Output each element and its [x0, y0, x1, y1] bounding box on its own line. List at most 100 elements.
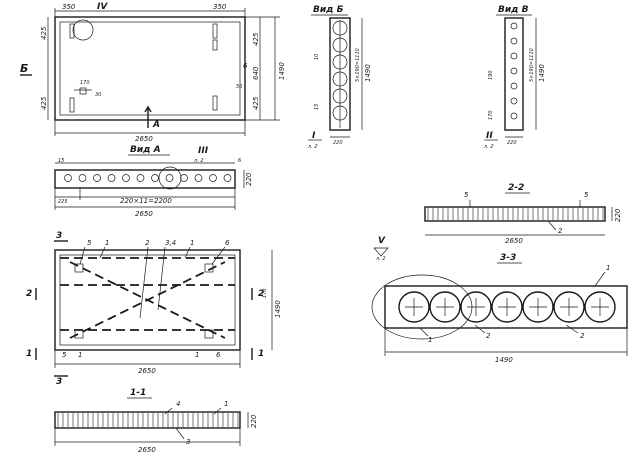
section-3-3: 3-3 V л. 2 1 1 2 2 1490 — [371, 236, 628, 364]
section-3-3-detail-ellipse — [371, 274, 473, 340]
reinf-marker-1-left: 1 — [26, 349, 32, 359]
reinf-label-bot-1b: 1 — [195, 351, 199, 359]
view-b-sheet-i: л. 2 — [307, 144, 318, 150]
section-1-1-height-220: 220 — [250, 414, 258, 428]
reinf-insert-bl — [74, 329, 84, 339]
view-a-holes — [64, 174, 232, 182]
section-3-3-void — [584, 291, 616, 323]
plan-dim-1490: 1490 — [278, 62, 286, 80]
plan-dim-right-425-top: 425 — [252, 32, 260, 46]
section-3-3-title: 3-3 — [500, 253, 516, 263]
section-2-2-label-2: 2 — [558, 227, 563, 235]
view-b-dim-15: 15 — [314, 104, 320, 110]
view-a-dim-spacing: 220×11=2200 — [120, 197, 172, 205]
view-v-hole — [510, 52, 518, 60]
plan-dim-350-left: 350 — [62, 3, 76, 11]
view-a-beam — [54, 169, 236, 189]
section-3-3-label-1-bot: 1 — [428, 336, 432, 344]
plan-insert-bl — [69, 97, 75, 113]
reinf-marker-3-top: 3 — [56, 231, 62, 241]
view-a-hole — [136, 174, 145, 182]
view-a-sheet-iii: л. 2 — [193, 158, 204, 164]
view-v-sheet-ii: л. 2 — [483, 144, 494, 150]
view-b-holes — [332, 20, 348, 128]
view-a: Вид А III л. 2 15 6 225 220×11=2200 2650… — [54, 145, 253, 218]
reinf-marker-2-right: 2 — [258, 289, 264, 299]
plan-insert-tr — [212, 23, 218, 39]
view-a-mark-iii: III — [198, 146, 209, 156]
section-2-2: 2-2 5 5 2 2650 220 — [424, 183, 622, 245]
section-2-2-hatching — [427, 208, 604, 220]
view-a-hole — [64, 174, 72, 182]
detail-circle-iv — [72, 19, 94, 41]
reinforcement-plan: 5 1 2 3,4 1 6 5 1 1 6 3 3 2 2 1 1 1490 1… — [26, 231, 282, 387]
view-v-hole — [510, 112, 518, 120]
plan-dim-50: 50 — [236, 84, 242, 90]
view-a-dim-2650: 2650 — [135, 210, 153, 218]
reinf-insert-br — [204, 329, 214, 339]
section-3-3-label-1-top: 1 — [606, 264, 610, 272]
view-b-end-face — [329, 17, 351, 131]
view-a-height-220: 220 — [245, 172, 253, 186]
section-3-3-mark-v: V — [378, 236, 386, 246]
view-b: Вид Б 1490 5×190=1110 220 15 10 I л. 2 — [307, 5, 372, 150]
view-b-dim-10: 10 — [314, 54, 320, 60]
section-3-3-void — [491, 291, 523, 323]
reinf-label-bot-6: 6 — [216, 351, 221, 359]
view-a-title: Вид А — [130, 145, 161, 155]
section-1-1-title: 1-1 — [130, 388, 146, 398]
section-3-3-void — [553, 291, 585, 323]
reinf-label-bot-1a: 1 — [78, 351, 82, 359]
plan-width-2650: 2650 — [135, 135, 153, 143]
section-2-2-height-220: 220 — [614, 208, 622, 222]
reinf-width-2650: 2650 — [138, 367, 156, 375]
view-v-holes — [510, 22, 518, 120]
reinf-label-top-34: 3,4 — [165, 239, 176, 247]
plan-dim-30: 30 — [95, 92, 101, 98]
view-v-dim-1490: 1490 — [538, 64, 546, 82]
reinf-marker-3-bot: 3 — [56, 377, 62, 387]
reinf-label-top-6: 6 — [225, 239, 230, 247]
view-v-hole — [510, 37, 518, 45]
section-3-3-body — [384, 285, 628, 329]
section-3-3-void — [429, 291, 461, 323]
view-a-hole — [165, 174, 174, 182]
view-v-mark-ii: II — [486, 131, 493, 141]
view-a-hole — [151, 174, 159, 182]
view-a-dim-225: 225 — [58, 199, 68, 205]
view-a-hole — [209, 174, 217, 182]
view-v-hole — [510, 67, 518, 75]
plan-mark-6: 6 — [243, 62, 248, 70]
section-3-3-sheet-v: л. 2 — [375, 256, 386, 262]
view-a-dim-6: 6 — [238, 158, 241, 164]
view-v-dim-spacing: 5×190=1110 — [529, 48, 535, 82]
plan-inner-outline — [59, 21, 241, 116]
reinf-label-top-5: 5 — [87, 239, 92, 247]
reinf-inner-outline — [59, 254, 236, 346]
plan-dim-left-425-top: 425 — [40, 26, 48, 40]
section-3-3-label-2-left: 2 — [486, 332, 491, 340]
view-a-callout-circle — [158, 166, 182, 190]
view-v-dim-220: 220 — [507, 140, 517, 146]
view-b-mark-i: I — [312, 131, 316, 141]
plan-insert-ml — [79, 87, 87, 95]
view-a-dim-15: 15 — [58, 158, 64, 164]
section-2-2-label-5-right: 5 — [584, 191, 589, 199]
section-3-3-void — [460, 291, 492, 323]
view-v-title: Вид В — [498, 5, 529, 15]
section-2-2-title: 2-2 — [508, 183, 524, 193]
plan-dim-350-right: 350 — [213, 3, 227, 11]
section-3-3-width-1490: 1490 — [495, 356, 513, 364]
view-b-title: Вид Б — [313, 5, 344, 15]
plan-insert-mr — [212, 39, 218, 51]
reinf-diagonal-2 — [69, 261, 226, 339]
view-a-hole — [223, 174, 232, 182]
view-v-dim-170: 170 — [488, 110, 494, 120]
plan-outline — [54, 16, 246, 121]
section-1-1-dim-2650: 2650 — [138, 446, 156, 454]
view-a-hole — [78, 174, 87, 182]
view-v: Вид В 1490 5×190=1110 190 170 220 II л. … — [483, 5, 546, 150]
reinf-label-top-2: 2 — [145, 239, 150, 247]
plan-dim-170: 170 — [80, 80, 90, 86]
